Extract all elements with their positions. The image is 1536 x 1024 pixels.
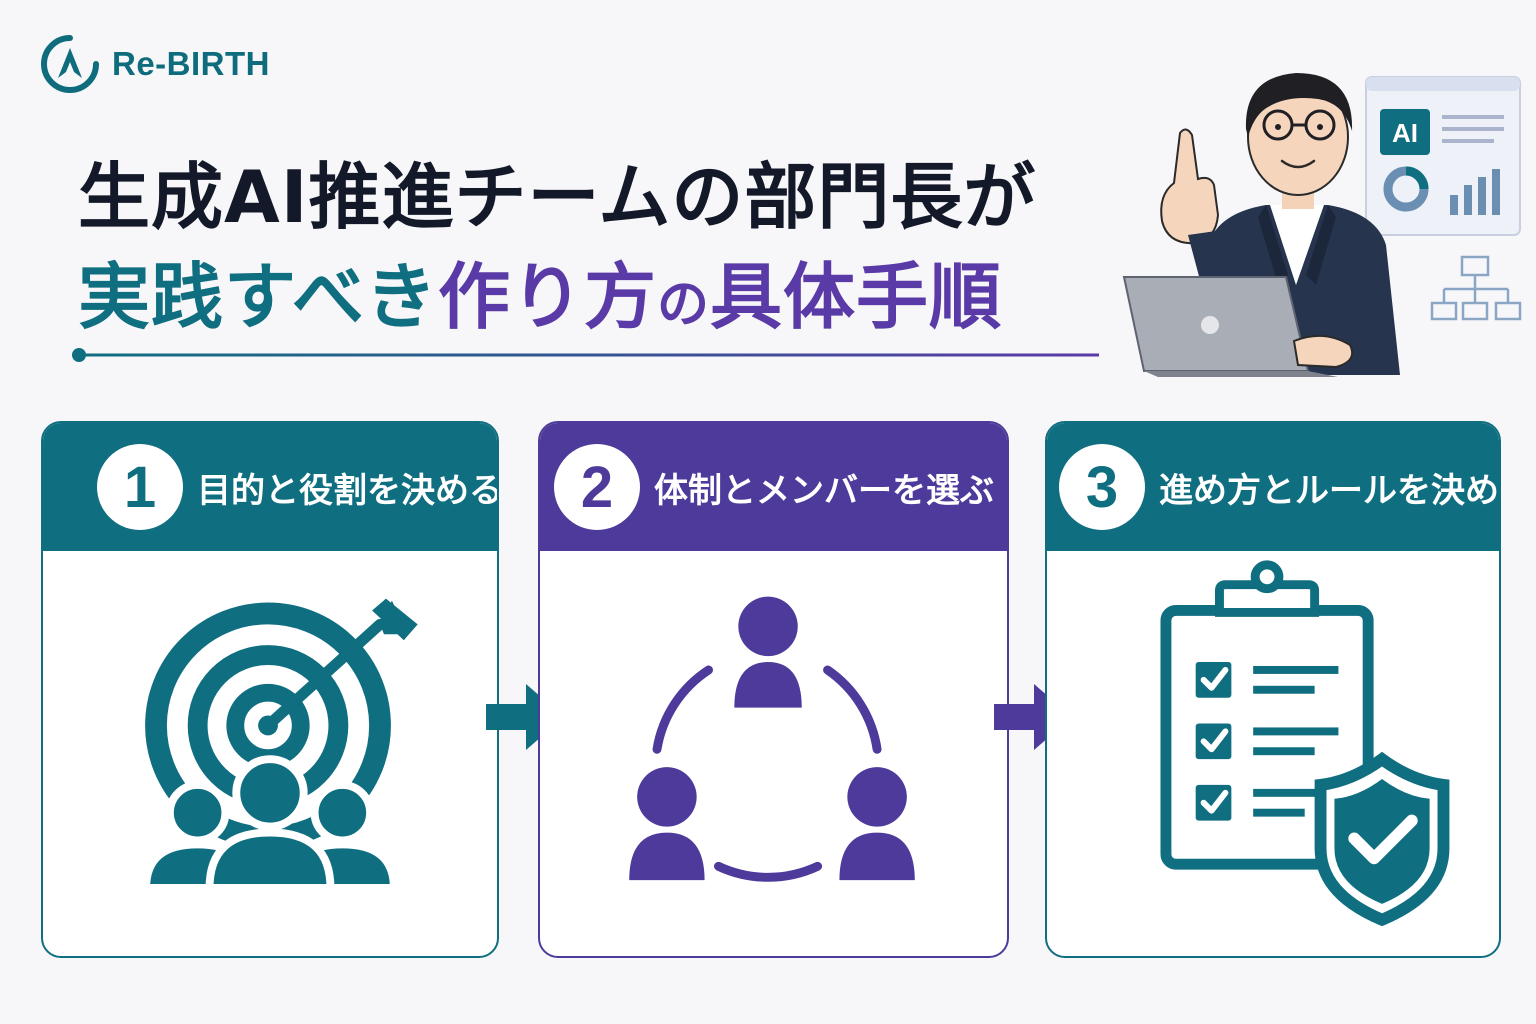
- step-label-1: 目的と役割を決める: [197, 470, 499, 511]
- step-card-1-header: 1 目的と役割を決める: [43, 423, 497, 551]
- step-card-3: 3 進め方とルールを決める: [1045, 421, 1501, 958]
- title-part-no: の: [656, 275, 710, 335]
- team-cycle-icon: [629, 596, 915, 882]
- step-number-1: 1: [97, 444, 183, 530]
- title-underline: [72, 348, 1099, 362]
- step-label-3: 進め方とルールを決める: [1159, 470, 1501, 511]
- title-part-steps: 具体手順: [710, 255, 1003, 339]
- title-part-method: 作り方: [437, 255, 657, 339]
- page-title-line1: 生成AI推進チームの部門長が: [78, 155, 1037, 239]
- businessman-laptop-illustration: AI: [1122, 73, 1522, 377]
- step-label-2: 体制とメンバーを選ぶ: [654, 470, 994, 511]
- brand-name: Re-BIRTH: [112, 45, 270, 82]
- title-part-practice: 実践すべき: [78, 255, 438, 339]
- page-title-line2: 実践すべき作り方の具体手順: [78, 238, 1002, 343]
- step-card-1: 1 目的と役割を決める: [41, 421, 499, 958]
- re-birth-logo-icon: [41, 35, 99, 93]
- target-team-icon: [142, 598, 418, 892]
- checklist-shield-icon: [1160, 560, 1450, 927]
- dashboard-badge: AI: [1392, 118, 1418, 148]
- dashboard-panel: AI: [1365, 76, 1522, 321]
- step-number-2: 2: [554, 444, 640, 530]
- step-card-2: 2 体制とメンバーを選ぶ: [538, 421, 1009, 958]
- brand-logo: Re-BIRTH: [38, 32, 270, 96]
- step-card-2-header: 2 体制とメンバーを選ぶ: [540, 423, 1007, 551]
- step-number-3: 3: [1059, 444, 1145, 530]
- step-card-3-header: 3 進め方とルールを決める: [1047, 423, 1499, 551]
